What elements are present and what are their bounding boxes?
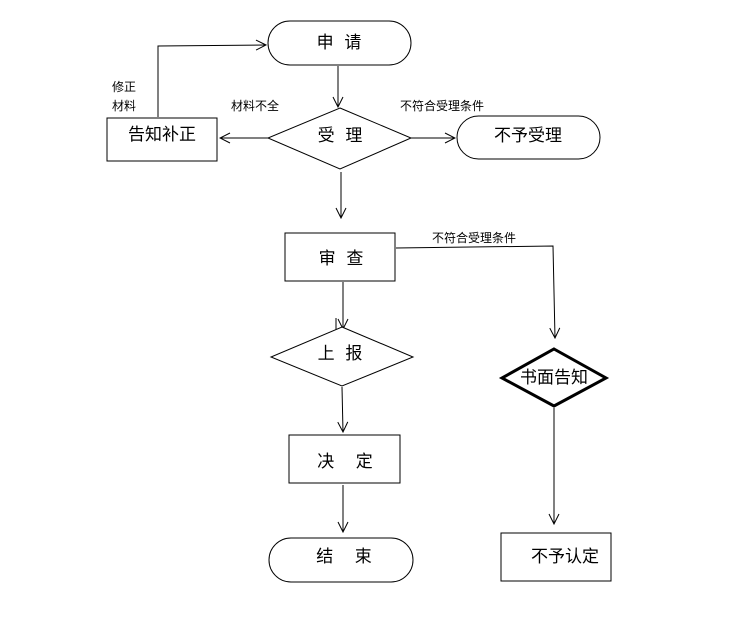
edge-label-not-meet-review: 不符合受理条件 [432,230,516,245]
node-apply: 申 请 [267,20,412,66]
node-notify-correction-label: 告知补正 [128,125,196,145]
node-decide: 决 定 [288,434,401,484]
node-decide-label: 决 定 [317,452,373,472]
node-written-notice: 书面告知 [498,347,610,408]
node-report-label: 上 报 [318,344,363,364]
edge-notify-to-apply [157,45,266,117]
node-apply-label: 申 请 [317,33,362,53]
node-end: 结 束 [268,537,414,583]
edge-report-to-decide [342,386,343,432]
node-accept-label: 受 理 [318,126,363,146]
node-deny-recognition-label: 不予认定 [531,547,599,567]
edge-label-incomplete: 材料不全 [231,98,279,113]
node-end-label: 结 束 [316,547,372,567]
node-accept: 受 理 [266,107,413,170]
node-reject-acceptance: 不予受理 [456,115,601,160]
node-review: 审 查 [284,232,396,282]
edge-label-not-meet-accept: 不符合受理条件 [400,98,484,113]
edge-label-correct-2: 材料 [112,99,136,113]
node-notify-correction: 告知补正 [106,117,218,162]
edge-review-to-notice [395,245,555,338]
node-written-notice-label: 书面告知 [520,368,588,388]
node-deny-recognition: 不予认定 [500,532,612,582]
edge-label-correct-1: 修正 [112,79,136,94]
node-report: 上 报 [269,326,415,387]
node-reject-acceptance-label: 不予受理 [494,126,562,146]
node-review-label: 审 查 [319,249,364,269]
